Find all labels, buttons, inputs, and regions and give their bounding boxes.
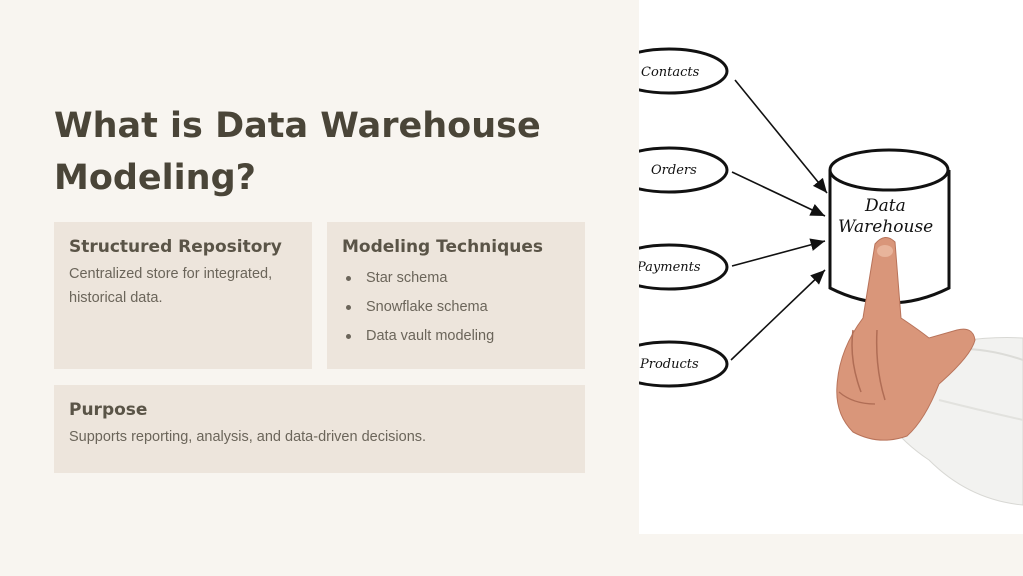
pointing-hand-image [836,237,1023,506]
source-orders: Orders [639,146,729,194]
source-label: Payments [639,260,701,275]
techniques-list: Star schema Snowflake schema Data vault … [342,264,570,351]
card-heading: Modeling Techniques [342,237,544,257]
card-modeling-techniques: Modeling Techniques Star schema Snowflak… [327,222,585,369]
page-title: What is Data Warehouse Modeling? [54,106,541,198]
bullet-icon [346,276,351,281]
list-item: Star schema [342,264,570,293]
source-label: Orders [651,163,697,178]
card-structured-repository: Structured Repository Centralized store … [54,222,312,369]
card-heading: Purpose [69,400,148,420]
bullet-icon [346,305,351,310]
card-heading: Structured Repository [69,237,282,257]
bullet-icon [346,334,351,339]
arrows [730,79,828,361]
source-payments: Payments [639,243,729,291]
card-text: Centralized store for integrated, histor… [69,266,273,306]
source-contacts: Contacts [639,47,729,95]
warehouse-label-line2: Warehouse [838,217,933,237]
source-label: Products [639,357,699,372]
diagram-illustration: Contacts Orders Payments Products [639,0,1023,534]
card-text: Supports reporting, analysis, and data-d… [69,429,427,445]
list-item: Data vault modeling [342,322,570,351]
data-warehouse-diagram: Contacts Orders Payments Products [639,47,1023,506]
card-purpose: Purpose Supports reporting, analysis, an… [54,385,585,473]
source-products: Products [639,340,729,388]
source-label: Contacts [641,65,700,80]
warehouse-label-line1: Data [864,196,906,216]
warehouse-cylinder: Data Warehouse [828,148,951,305]
list-item: Snowflake schema [342,293,570,322]
